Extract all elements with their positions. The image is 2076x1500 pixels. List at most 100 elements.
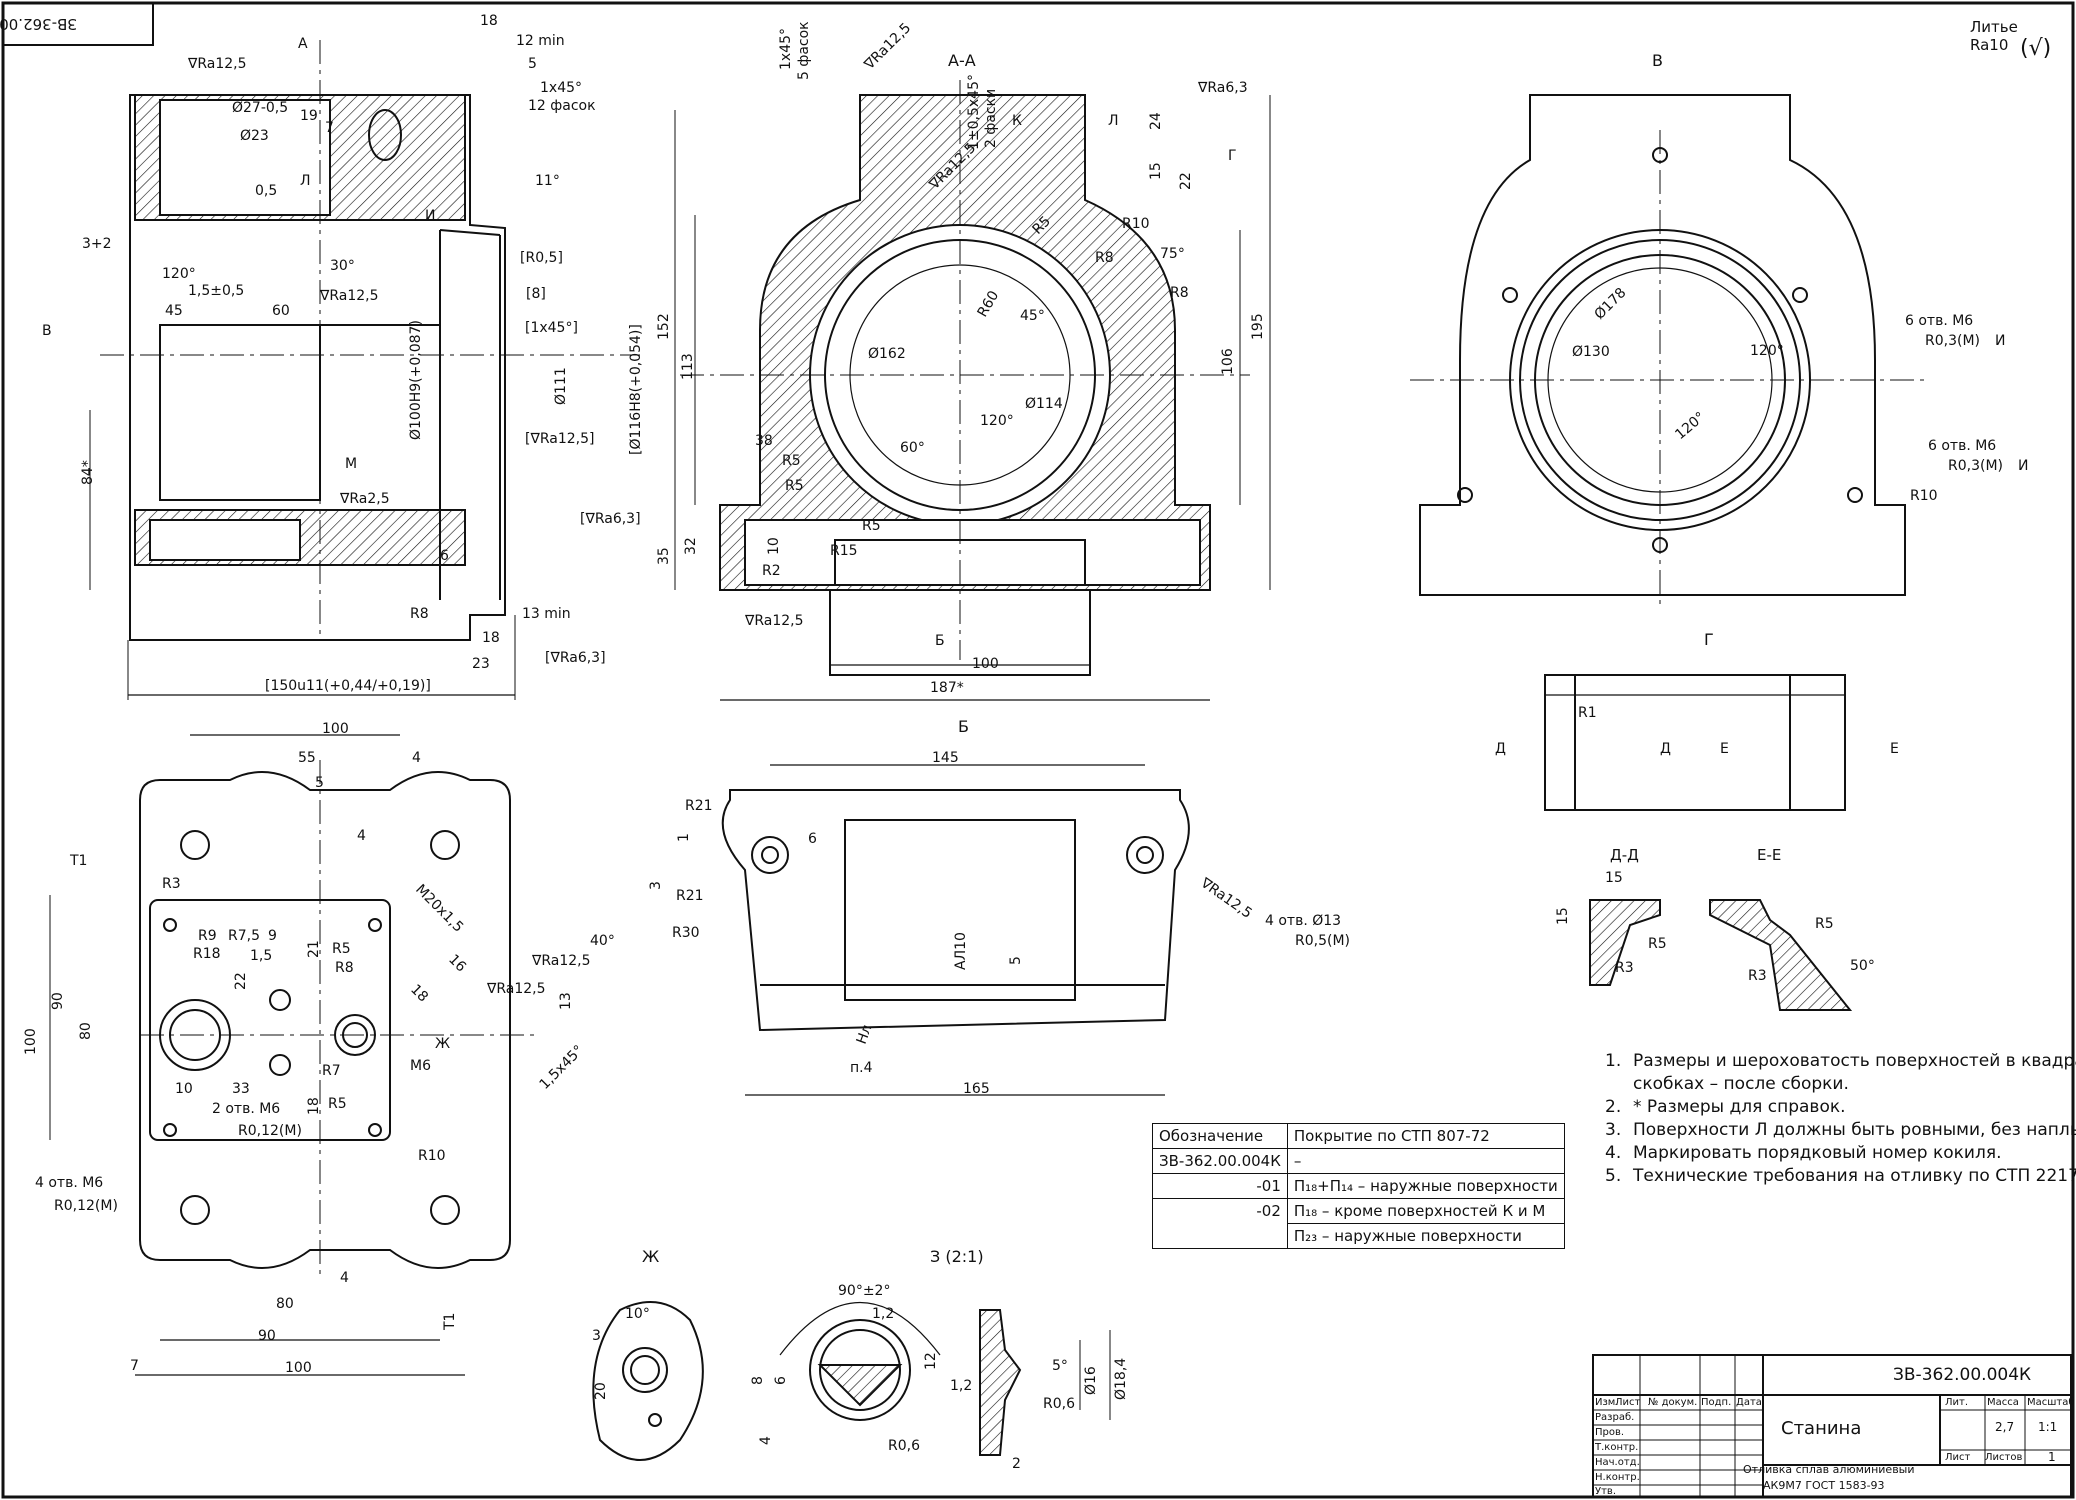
- svg-text:1,2: 1,2: [950, 1378, 972, 1394]
- svg-text:1,5±0,5: 1,5±0,5: [188, 283, 244, 299]
- view-g: [1544, 674, 1846, 811]
- svg-text:Д: Д: [1495, 741, 1506, 757]
- role-tkontr: Т.контр.: [1595, 1442, 1639, 1453]
- left-section-view: [89, 40, 640, 700]
- svg-text:R0,5(M): R0,5(M): [1295, 933, 1350, 949]
- svg-text:35: 35: [656, 547, 672, 565]
- svg-text:R5: R5: [1815, 916, 1834, 932]
- svg-text:10: 10: [766, 537, 782, 555]
- svg-text:18: 18: [407, 982, 431, 1006]
- svg-text:И: И: [1995, 333, 2005, 349]
- svg-text:А: А: [298, 36, 308, 52]
- svg-text:15: 15: [1148, 162, 1164, 180]
- svg-text:90°±2°: 90°±2°: [838, 1283, 890, 1299]
- svg-text:113: 113: [680, 353, 696, 380]
- lit-label: Лит.: [1945, 1397, 1969, 1408]
- detail-zh-dims: 10° 3 20: [592, 1306, 650, 1400]
- table-cell: П₂₃ – наружные поверхности: [1286, 1223, 1565, 1249]
- svg-text:Ø162: Ø162: [868, 346, 906, 362]
- svg-text:19: 19: [300, 108, 318, 124]
- svg-text:18: 18: [306, 1097, 322, 1115]
- svg-text:R30: R30: [672, 925, 700, 941]
- svg-text:10: 10: [175, 1081, 193, 1097]
- technical-notes: 1.Размеры и шероховатость поверхностей в…: [1605, 1050, 2076, 1188]
- svg-text:R5: R5: [328, 1096, 347, 1112]
- view-b-title: В: [1652, 51, 1663, 70]
- svg-text:R0,6: R0,6: [888, 1438, 920, 1454]
- table-cell: П₁₈+П₁₄ – наружные поверхности: [1286, 1173, 1565, 1199]
- svg-text:16: 16: [445, 952, 469, 976]
- svg-text:1,5x45°: 1,5x45°: [537, 1042, 587, 1092]
- svg-text:R15: R15: [830, 543, 858, 559]
- svg-text:187*: 187*: [930, 680, 964, 696]
- svg-text:R5: R5: [782, 453, 801, 469]
- svg-text:М: М: [345, 456, 357, 472]
- svg-text:R3: R3: [1615, 960, 1634, 976]
- svg-text:15: 15: [1605, 870, 1623, 886]
- svg-text:R0,12(M): R0,12(M): [54, 1198, 118, 1214]
- svg-text:R10: R10: [1910, 488, 1938, 504]
- svg-text:2 фаски: 2 фаски: [983, 89, 999, 148]
- svg-text:В: В: [42, 323, 52, 339]
- side-detail-dims: 5° Ø16 Ø18,4 R0,6 2: [1012, 1358, 1129, 1472]
- view-zh-title: Ж: [642, 1247, 659, 1266]
- detail-z-dims: 90°±2° 1,2 8 6 12 1,2 4 R0,6: [750, 1283, 972, 1454]
- svg-text:∇Ra6,3: ∇Ra6,3: [1197, 80, 1248, 96]
- svg-text:45°: 45°: [1020, 308, 1045, 324]
- svg-text:Ø130: Ø130: [1572, 344, 1610, 360]
- table-cell: –: [1286, 1148, 1565, 1174]
- svg-text:R0,6: R0,6: [1043, 1396, 1075, 1412]
- svg-text:[8]: [8]: [526, 286, 546, 302]
- svg-text:[∇Ra6,3]: [∇Ra6,3]: [545, 650, 606, 666]
- svg-text:2 отв. М6: 2 отв. М6: [212, 1101, 280, 1117]
- table-row: -02 П₁₈ – кроме поверхностей К и М: [1152, 1198, 1565, 1224]
- svg-text:4: 4: [412, 750, 421, 766]
- svg-text:100: 100: [285, 1360, 312, 1376]
- role-utv: Утв.: [1595, 1486, 1616, 1497]
- coating-table: Обозначение Покрытие по СТП 807-72 ЗВ-36…: [1152, 1123, 1565, 1249]
- svg-text:Т1: Т1: [442, 1313, 458, 1331]
- view-g-dims: R1 Д Д Е Е: [1495, 705, 1899, 757]
- svg-text:К: К: [1012, 113, 1022, 129]
- svg-text:12 фасок: 12 фасок: [528, 98, 596, 114]
- table-cell: -01: [1152, 1173, 1288, 1199]
- svg-text:80: 80: [276, 1296, 294, 1312]
- svg-text:R5: R5: [1648, 936, 1667, 952]
- svg-text:4: 4: [357, 828, 366, 844]
- svg-text:33: 33: [232, 1081, 250, 1097]
- svg-text:60: 60: [272, 303, 290, 319]
- svg-text:100: 100: [322, 721, 349, 737]
- svg-text:Д: Д: [1660, 741, 1671, 757]
- svg-text:4: 4: [758, 1436, 774, 1445]
- view-bb-dims: 145 R21 1 6 3 R21 R30 АЛ10 5 Нл п.4 165 …: [648, 750, 1350, 1097]
- title-block-code: ЗВ-362.00.004К: [1893, 1365, 2032, 1385]
- svg-text:1: 1: [676, 833, 692, 842]
- svg-text:Ø16: Ø16: [1083, 1366, 1099, 1395]
- role-nkontr: Н.контр.: [1595, 1472, 1640, 1483]
- svg-text:13: 13: [558, 992, 574, 1010]
- svg-text:20: 20: [593, 1382, 609, 1400]
- svg-text:90: 90: [258, 1328, 276, 1344]
- section-aa-dims: 1x45° 5 фасок ∇Ra12,5 ∇Ra6,3 1±0,5x45° 2…: [656, 20, 1266, 696]
- svg-text:Ø178: Ø178: [1592, 285, 1630, 323]
- svg-text:R7: R7: [322, 1063, 341, 1079]
- title-block-lines: [1592, 1354, 2072, 1498]
- section-dd: [1589, 899, 1661, 986]
- title-block-material-1: Отливка сплав алюминиевый: [1743, 1463, 1915, 1476]
- svg-text:55: 55: [298, 750, 316, 766]
- plan-view-dims: 100 55 4 5 Т1 R3 R9 R18 R7,5 9 1,5 21 R5…: [23, 721, 615, 1376]
- svg-text:R8: R8: [335, 960, 354, 976]
- mass-value: 2,7: [1995, 1420, 2015, 1434]
- stamp-code: ЗВ-362.00.004К: [0, 15, 77, 33]
- svg-text:120°: 120°: [1750, 343, 1784, 359]
- svg-text:R7,5: R7,5: [228, 928, 260, 944]
- svg-text:[Ø116H8(+0,054)]: [Ø116H8(+0,054)]: [628, 324, 644, 455]
- svg-text:1,5: 1,5: [250, 948, 272, 964]
- section-aa-title: А-А: [948, 51, 976, 70]
- detail-zh: [592, 1301, 704, 1461]
- view-g-title: Г: [1704, 630, 1714, 649]
- stamp-box: [2, 2, 154, 46]
- ra-default: Ra10: [1970, 36, 2008, 54]
- svg-text:4: 4: [340, 1270, 349, 1286]
- svg-text:Л: Л: [1108, 113, 1119, 129]
